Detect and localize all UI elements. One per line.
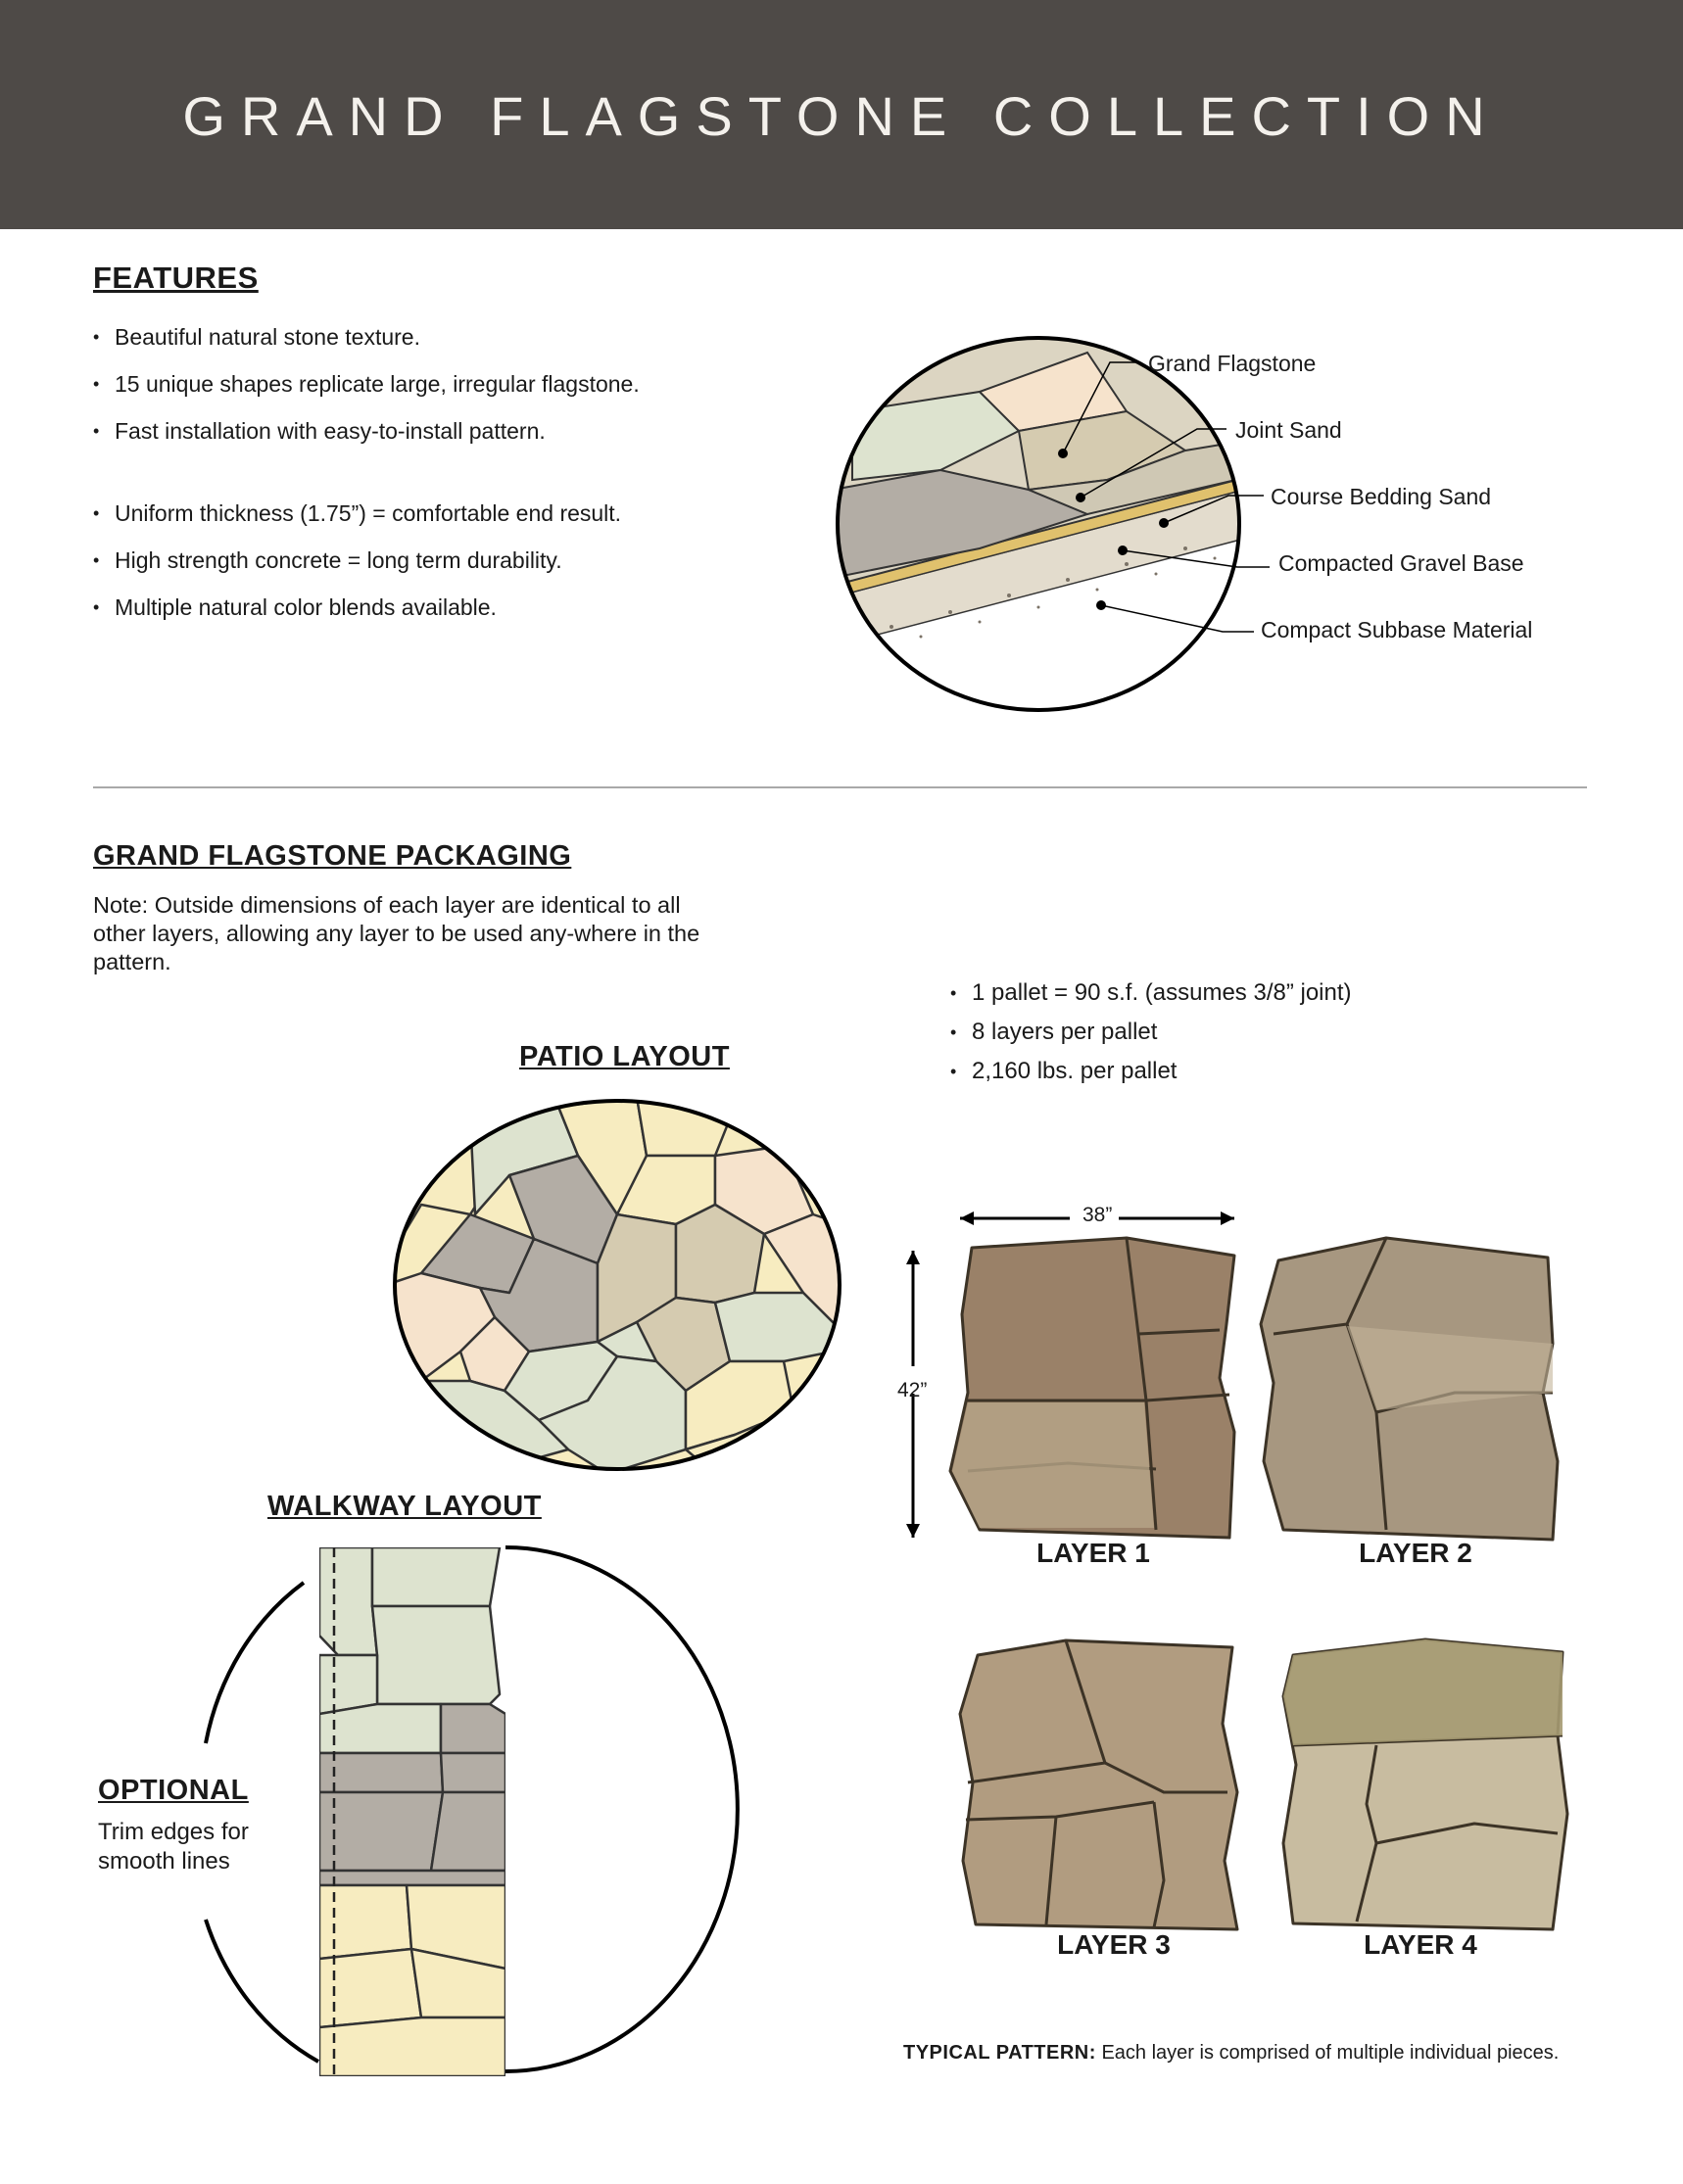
feature-item: Beautiful natural stone texture. (93, 323, 642, 351)
feature-item: High strength concrete = long term durab… (93, 546, 642, 574)
pallet-fact: 8 layers per pallet (950, 1019, 1499, 1046)
label-grand-flagstone: Grand Flagstone (1148, 351, 1317, 376)
feature-item: Multiple natural color blends available. (93, 593, 642, 621)
optional-text: Trim edges for smooth lines (98, 1819, 249, 1875)
pallet-fact: 2,160 lbs. per pallet (950, 1058, 1499, 1085)
pallet-fact: 1 pallet = 90 s.f. (assumes 3/8” joint) (950, 979, 1499, 1007)
patio-layout-heading: PATIO LAYOUT (519, 1041, 730, 1072)
label-course-bedding-sand: Course Bedding Sand (1271, 484, 1492, 509)
cross-section-diagram (836, 336, 1270, 712)
layer-1-label: LAYER 1 (1036, 1538, 1150, 1568)
page-title: GRAND FLAGSTONE COLLECTION (182, 85, 1501, 147)
label-joint-sand: Joint Sand (1235, 417, 1342, 443)
layer-3-label: LAYER 3 (1057, 1929, 1171, 1960)
layer-3-image (958, 1638, 1239, 1931)
optional-heading: OPTIONAL (98, 1775, 249, 1806)
dimension-height-label: 42” (897, 1379, 928, 1401)
layer-1-image (948, 1236, 1236, 1540)
walkway-layout-heading: WALKWAY LAYOUT (267, 1491, 542, 1522)
feature-item: 15 unique shapes replicate large, irregu… (93, 370, 642, 398)
feature-item: Fast installation with easy-to-install p… (93, 417, 642, 445)
features-heading: FEATURES (93, 261, 259, 295)
section-divider (93, 786, 1587, 788)
pallet-facts: 1 pallet = 90 s.f. (assumes 3/8” joint) … (950, 979, 1499, 1097)
footer-label: TYPICAL PATTERN: (903, 2042, 1096, 2064)
label-compact-subbase-material: Compact Subbase Material (1261, 617, 1533, 642)
layer-2-image (1259, 1236, 1560, 1542)
dimension-width-label: 38” (1082, 1204, 1113, 1226)
footer-note: TYPICAL PATTERN: Each layer is comprised… (903, 2042, 1559, 2065)
packaging-heading: GRAND FLAGSTONE PACKAGING (93, 840, 572, 872)
header-banner (0, 0, 1683, 229)
label-compacted-gravel-base: Compacted Gravel Base (1278, 550, 1524, 576)
packaging-note: Note: Outside dimensions of each layer a… (93, 892, 700, 974)
layer-2-label: LAYER 2 (1359, 1538, 1472, 1568)
patio-layout-diagram (393, 1099, 842, 1471)
feature-item: Uniform thickness (1.75”) = comfortable … (93, 499, 642, 527)
footer-text: Each layer is comprised of multiple indi… (1095, 2042, 1560, 2064)
layer-4-image (1281, 1638, 1569, 1931)
layer-4-label: LAYER 4 (1364, 1929, 1477, 1960)
dimension-arrows (884, 1208, 1234, 1538)
walkway-layout-diagram (204, 1545, 740, 2076)
features-list: Beautiful natural stone texture. 15 uniq… (93, 323, 642, 641)
